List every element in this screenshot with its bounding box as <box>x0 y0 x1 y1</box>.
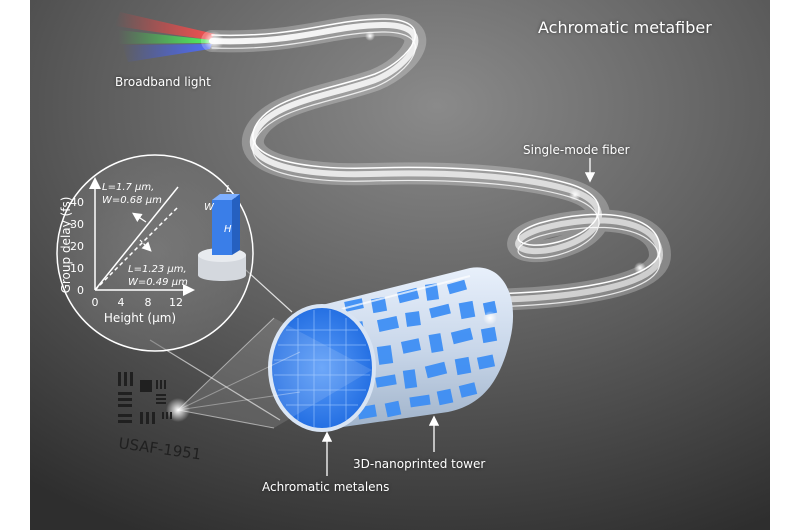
single-mode-fiber <box>201 13 672 311</box>
inset-plot: 0 10 20 30 40 0 4 8 12 Height (μm) Group… <box>56 154 293 421</box>
y-tick-10: 10 <box>70 262 84 275</box>
broadband-light-label: Broadband light <box>115 75 211 89</box>
metalens-label: Achromatic metalens <box>262 480 390 494</box>
line2-w-label: W=0.49 μm <box>128 277 188 288</box>
x-tick-0: 0 <box>92 296 99 309</box>
line1-l-label: L=1.7 μm, <box>102 182 154 193</box>
y-tick-40: 40 <box>70 196 84 209</box>
y-tick-0: 0 <box>77 284 84 297</box>
x-axis-label: Height (μm) <box>104 311 176 325</box>
pillar-l-label: L <box>226 184 232 195</box>
x-tick-4: 4 <box>118 296 125 309</box>
pillar-w-label: W <box>204 202 215 213</box>
achromatic-metalens <box>268 304 376 432</box>
x-tick-12: 12 <box>169 296 183 309</box>
figure-title: Achromatic metafiber <box>538 18 712 37</box>
y-tick-30: 30 <box>70 218 84 231</box>
line1-w-label: W=0.68 μm <box>102 195 162 206</box>
pillar-h-label: H <box>224 224 232 235</box>
y-tick-20: 20 <box>70 240 84 253</box>
single-mode-fiber-label: Single-mode fiber <box>523 143 630 157</box>
callout-arrows <box>321 158 596 476</box>
nanopillar-illustration: L W H <box>198 184 246 281</box>
line2-l-label: L=1.23 μm, <box>128 264 187 275</box>
x-tick-8: 8 <box>145 296 152 309</box>
y-axis-label: Group delay (fs) <box>59 197 73 294</box>
tower-label: 3D-nanoprinted tower <box>353 457 486 471</box>
